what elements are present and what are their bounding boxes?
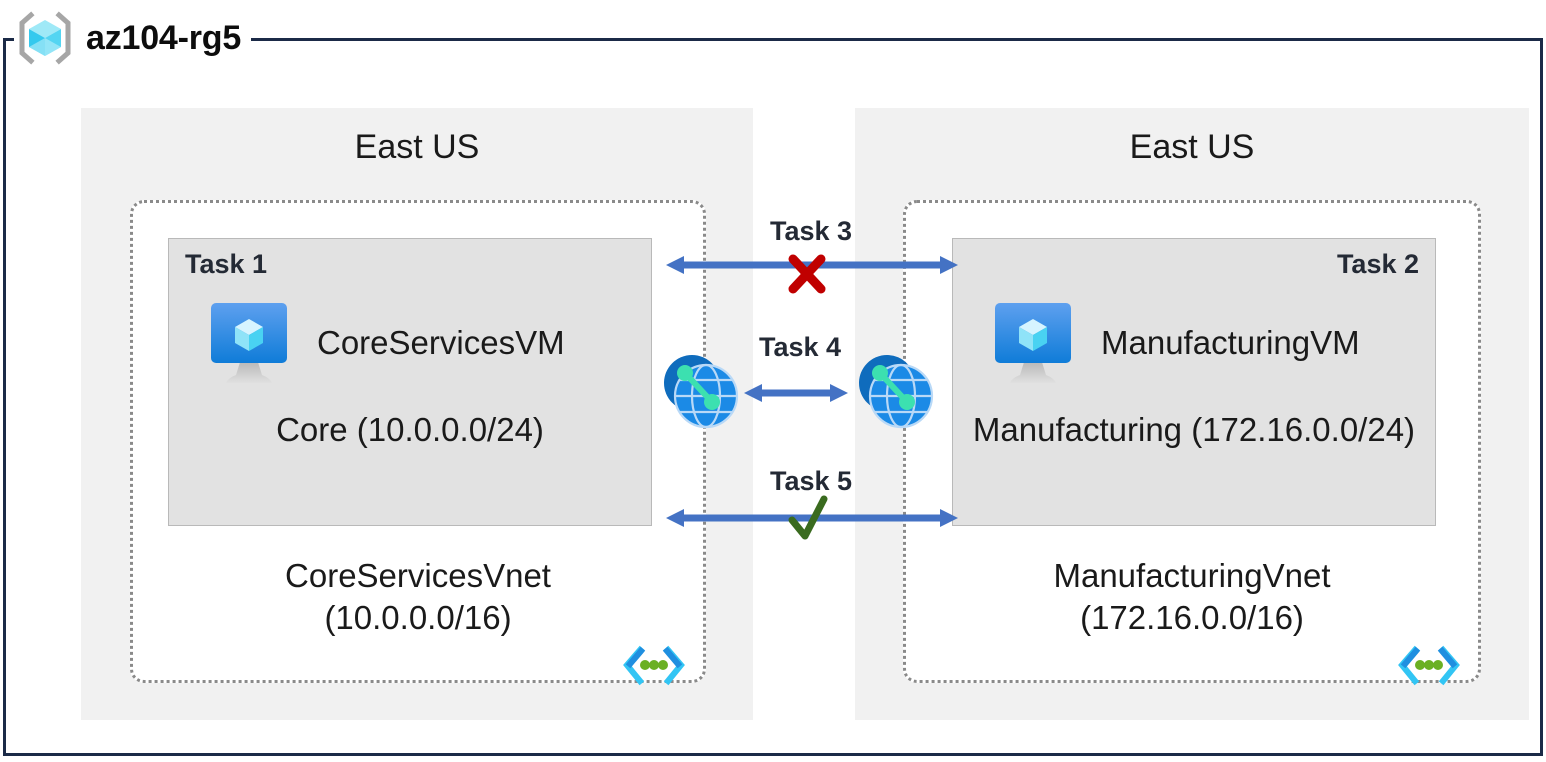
vm-row-manufacturing: ManufacturingVM [953,299,1435,387]
subnet-box-core[interactable]: Task 1 [168,238,652,526]
vnet-label-manufacturing: ManufacturingVnet (172.16.0.0/16) [906,555,1478,639]
region-title-right: East US [1129,128,1255,166]
connector-label-task3: Task 3 [769,216,853,246]
subnet-prefix-manufacturing: (172.16.0.0/24) [1191,411,1416,448]
subnet-name-core: Core [276,411,348,448]
resource-group-title: az104-rg5 [14,6,252,70]
region-title-left: East US [354,128,480,166]
peering-icon[interactable] [660,350,742,432]
connector-label-task5: Task 5 [769,466,853,496]
red-x-mark [788,254,826,294]
vnet-name-core: CoreServicesVnet [285,557,551,594]
connector-label-task4: Task 4 [758,332,842,362]
vm-name-core: CoreServicesVM [317,324,565,361]
subnet-label-core: Core (10.0.0.0/24) [169,409,651,451]
virtual-machine-icon [987,299,1079,387]
virtual-machine-icon [203,299,295,387]
vm-name-manufacturing: ManufacturingVM [1101,324,1360,361]
resource-group-name: az104-rg5 [86,18,242,57]
resource-group-frame [3,38,1543,756]
task-tag-2: Task 2 [1336,249,1419,279]
subnet-box-manufacturing[interactable]: Task 2 [952,238,1436,526]
connector-arrow-task4 [744,384,848,402]
vnet-icon [1396,644,1462,688]
subnet-prefix-core: (10.0.0.0/24) [356,411,544,448]
green-check-mark [788,495,828,540]
vnet-icon [621,644,687,688]
vnet-name-manufacturing: ManufacturingVnet [1053,557,1331,594]
subnet-label-manufacturing: Manufacturing (172.16.0.0/24) [953,409,1435,451]
vnet-address-space-core: (10.0.0.0/16) [324,599,512,637]
vnet-label-core: CoreServicesVnet (10.0.0.0/16) [133,555,703,639]
resource-group-cube-icon [14,7,76,69]
task-tag-1: Task 1 [185,249,268,279]
vnet-address-space-manufacturing: (172.16.0.0/16) [1080,599,1304,637]
vm-row-core: CoreServicesVM [169,299,651,387]
peering-icon[interactable] [855,350,937,432]
subnet-name-manufacturing: Manufacturing [972,411,1183,448]
